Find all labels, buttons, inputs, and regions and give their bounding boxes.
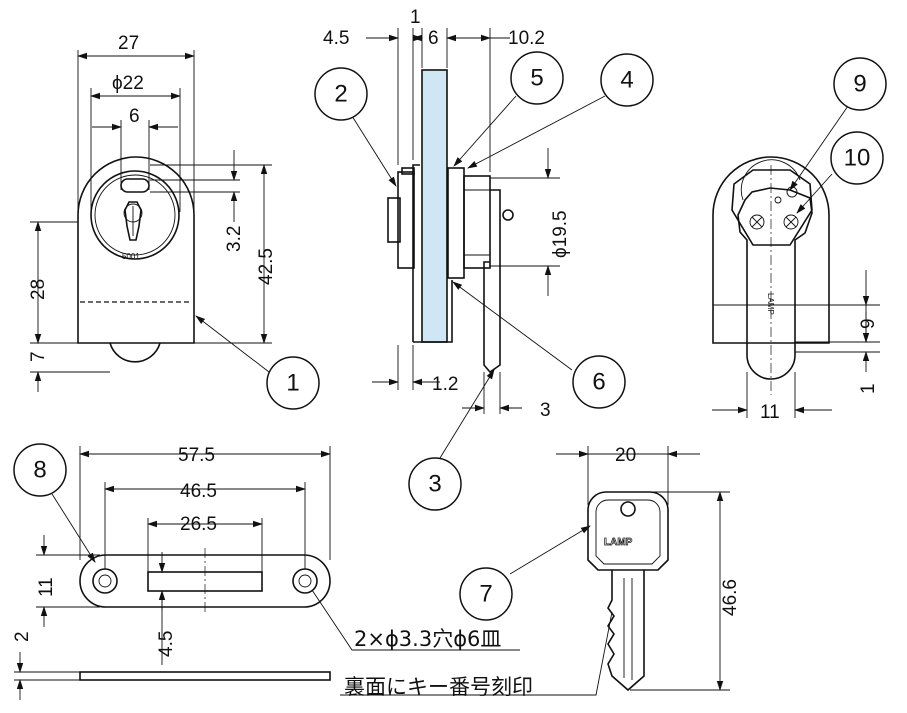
balloon-7: 7	[459, 567, 513, 621]
balloons: 1 2 3 4 5 6 7 8	[13, 51, 887, 621]
balloon-1-label: 1	[286, 370, 299, 397]
balloon-6: 6	[572, 355, 626, 409]
dim-front-key-slot: 6	[129, 106, 140, 127]
balloon-3: 3	[408, 457, 462, 511]
balloon-5-label: 5	[530, 65, 543, 92]
balloon-10-label: 10	[844, 145, 871, 172]
dim-side-right-length: 10.2	[508, 28, 545, 49]
dim-rear-cam-width: 11	[760, 402, 780, 423]
dim-side-bottom-gap: 1.2	[432, 374, 458, 395]
plate-view: 57.5 46.5 26.5 11 4.5 2 2×ϕ3.3穴ϕ6皿	[12, 445, 520, 700]
dim-plate-hole-pitch: 46.5	[180, 481, 217, 502]
dim-front-width: 27	[118, 33, 139, 54]
rear-view: LAMP 9 1 11	[712, 156, 880, 423]
key-view: LAMP 20 46.6 裏面にキー番号刻印	[340, 445, 741, 699]
balloon-2-label: 2	[334, 81, 347, 108]
dim-side-left-offset: 4.5	[323, 28, 349, 49]
balloon-6-label: 6	[592, 369, 605, 396]
cylinder-code: 5001	[122, 252, 140, 261]
front-view: 5001 27 ϕ22 6 3.2 42.5 28	[28, 33, 277, 392]
balloon-8: 8	[13, 443, 67, 497]
dim-plate-slot-length: 26.5	[180, 514, 217, 535]
balloon-8-label: 8	[33, 457, 46, 484]
dim-side-cylinder-diameter: ϕ19.5	[550, 210, 571, 258]
dim-side-cam-thickness: 3	[540, 400, 551, 421]
dim-front-offset: 3.2	[224, 226, 245, 252]
dim-side-glass-thickness: 6	[428, 28, 439, 49]
key-brand: LAMP	[604, 537, 633, 548]
dim-rear-cam-offset: 9	[858, 318, 879, 329]
dim-rear-cam-gap: 1	[858, 383, 879, 394]
dim-plate-length: 57.5	[178, 445, 215, 466]
balloon-7-label: 7	[479, 581, 492, 608]
dim-plate-thickness: 2	[12, 631, 33, 642]
balloon-9: 9	[833, 57, 887, 111]
dim-plate-width: 11	[36, 577, 57, 597]
dim-front-height-total: 42.5	[256, 248, 277, 285]
dim-front-height-body: 28	[28, 279, 49, 300]
note-key-number: 裏面にキー番号刻印	[344, 675, 533, 699]
dim-key-length: 46.6	[720, 579, 741, 616]
balloon-10: 10	[830, 131, 884, 185]
balloon-5: 5	[510, 51, 564, 105]
balloon-4: 4	[600, 53, 654, 107]
cam-brand: LAMP	[766, 293, 775, 315]
dim-plate-slot-width: 4.5	[156, 631, 177, 657]
balloon-9-label: 9	[853, 71, 866, 98]
side-view: 4.5 1 6 10.2 ϕ19.5 1.2 3	[323, 7, 571, 421]
dim-key-width: 20	[615, 445, 636, 466]
balloon-1: 1	[266, 356, 320, 410]
note-holes: 2×ϕ3.3穴ϕ6皿	[354, 627, 501, 651]
dim-front-bore-diameter: ϕ22	[112, 73, 144, 94]
dim-front-bottom: 7	[28, 351, 49, 362]
dim-side-glass-gap: 1	[410, 7, 421, 28]
balloon-3-label: 3	[428, 471, 441, 498]
balloon-4-label: 4	[620, 67, 633, 94]
balloon-2: 2	[314, 67, 368, 121]
